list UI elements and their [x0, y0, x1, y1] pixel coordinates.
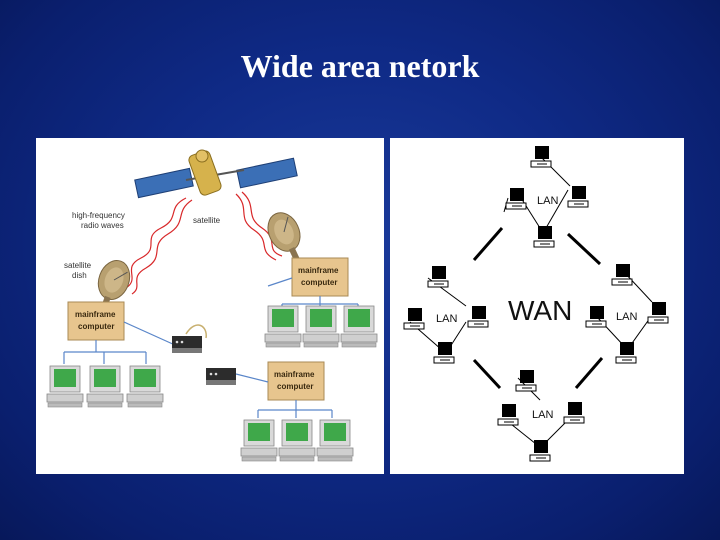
workstation	[86, 365, 124, 408]
lan-label-right: LAN	[616, 311, 637, 323]
computer-node	[585, 305, 607, 328]
lan-cluster-left: LAN	[403, 265, 489, 364]
mainframe-label-2: computer	[301, 278, 337, 287]
lan-cluster-right: LAN	[585, 263, 669, 364]
satellite-dish-right-icon	[261, 207, 311, 267]
radio-waves-label: high-frequency	[72, 211, 125, 220]
dish-label: satellite	[64, 261, 92, 270]
satellite-icon	[134, 149, 298, 199]
workstation	[264, 305, 302, 348]
radio-waves-right	[235, 193, 277, 261]
workstation	[46, 365, 84, 408]
computer-node	[563, 401, 585, 424]
lan-label-bottom: LAN	[532, 409, 553, 421]
mainframe-label-2: computer	[277, 382, 313, 391]
mainframe-computer-bottom-right: mainframe computer	[267, 361, 325, 401]
lan-label-left: LAN	[436, 313, 457, 325]
modem-icon	[172, 336, 202, 353]
modem-cable	[185, 324, 207, 339]
computer-node	[567, 185, 589, 208]
wan-lan-diagram-panel: LAN LAN LAN	[390, 138, 684, 474]
computer-node	[403, 307, 425, 330]
workstation	[278, 419, 316, 462]
wan-illustration-panel: satellite high-frequency radio waves sat…	[36, 138, 384, 474]
slide-title: Wide area netork	[240, 48, 480, 84]
mainframe-computer-top-right: mainframe computer	[291, 257, 349, 297]
lan-cluster-bottom: LAN	[497, 369, 585, 462]
computer-node	[505, 187, 527, 210]
wan-backbone-links	[472, 227, 604, 390]
computer-node	[529, 439, 551, 462]
mainframe-label: mainframe	[298, 266, 339, 275]
satellite-label: satellite	[193, 216, 221, 225]
workstation	[126, 365, 164, 408]
workstation	[316, 419, 354, 462]
wan-illustration: satellite high-frequency radio waves sat…	[46, 149, 378, 462]
workstation	[340, 305, 378, 348]
computer-node	[615, 341, 637, 364]
wan-label: WAN	[508, 295, 572, 326]
computer-node	[515, 369, 537, 392]
workstation	[302, 305, 340, 348]
dish-label-2: dish	[72, 271, 87, 280]
wan-lan-diagram: LAN LAN LAN	[403, 145, 669, 462]
lan-label-top: LAN	[537, 195, 558, 207]
computer-node	[427, 265, 449, 288]
lan-cluster-top: LAN	[503, 145, 589, 248]
computer-node	[611, 263, 633, 286]
computer-node	[497, 403, 519, 426]
radio-waves-label-2: radio waves	[81, 221, 124, 230]
radio-waves-left	[125, 197, 187, 289]
mainframe-label: mainframe	[274, 370, 315, 379]
computer-node	[467, 305, 489, 328]
mainframe-label-2: computer	[78, 322, 114, 331]
workstation	[240, 419, 278, 462]
computer-node	[647, 301, 669, 324]
mainframe-computer-left: mainframe computer	[67, 301, 125, 341]
computer-node	[533, 225, 555, 248]
computer-node	[530, 145, 552, 168]
modem-icon	[206, 368, 236, 385]
mainframe-label: mainframe	[75, 310, 116, 319]
